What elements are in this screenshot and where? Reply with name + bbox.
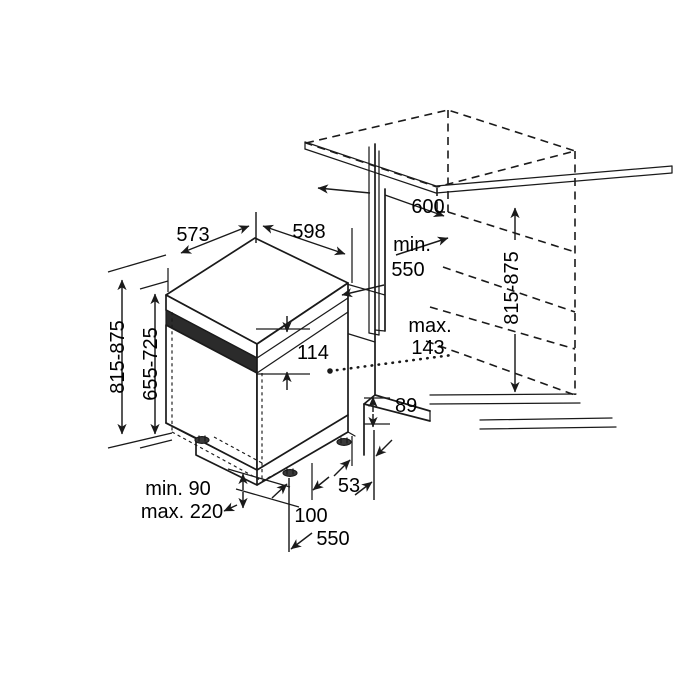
adjustable-feet (194, 435, 352, 477)
dimension-max-143: max. 143 (327, 315, 454, 374)
dimension-label-100: 100 (294, 505, 327, 527)
dimension-600: 600 (317, 184, 445, 218)
dimension-label-max: max. (408, 315, 451, 337)
dimension-655-725: 655-725 (139, 280, 173, 449)
dimension-815-875-right: 815-875 (501, 207, 523, 393)
foot-front-right (282, 469, 298, 477)
dimension-label-550-niche: 550 (391, 259, 424, 281)
foot-front-left (194, 436, 210, 444)
dimension-label-600: 600 (411, 196, 444, 218)
dishwasher-body (165, 237, 356, 486)
dimension-label-89: 89 (395, 395, 417, 417)
dimension-550-floor: 550 (288, 430, 375, 552)
dimension-label-655-725: 655-725 (140, 327, 162, 400)
dimension-815-875-left: 815-875 (107, 254, 173, 449)
dimension-label-550-floor: 550 (316, 528, 349, 550)
leader-dot-origin (327, 368, 333, 374)
dimension-min-550: min. 550 (341, 234, 449, 298)
dimension-label-143: 143 (411, 337, 444, 359)
dimension-plinth-recess: min. 90 max. 220 (141, 468, 300, 523)
dimension-label-min: min. (393, 234, 431, 256)
dimension-89: 89 (364, 395, 417, 428)
foot-rear-right (336, 438, 352, 446)
dimension-label-53: 53 (338, 475, 360, 497)
dimension-598: 598 (255, 212, 353, 283)
dimension-label-114: 114 (297, 342, 329, 364)
floor-reference-lines (429, 393, 617, 430)
dimension-label-min-90: min. 90 (145, 478, 211, 500)
dimension-label-815-875-right: 815-875 (501, 251, 523, 324)
dimension-114: 114 (256, 316, 329, 390)
dimension-label-573: 573 (176, 224, 209, 246)
dimension-label-598: 598 (292, 221, 325, 243)
dimension-label-max-220: max. 220 (141, 501, 223, 523)
dimension-label-815-875-left: 815-875 (107, 320, 129, 393)
appliance-hidden-edges (171, 312, 284, 482)
